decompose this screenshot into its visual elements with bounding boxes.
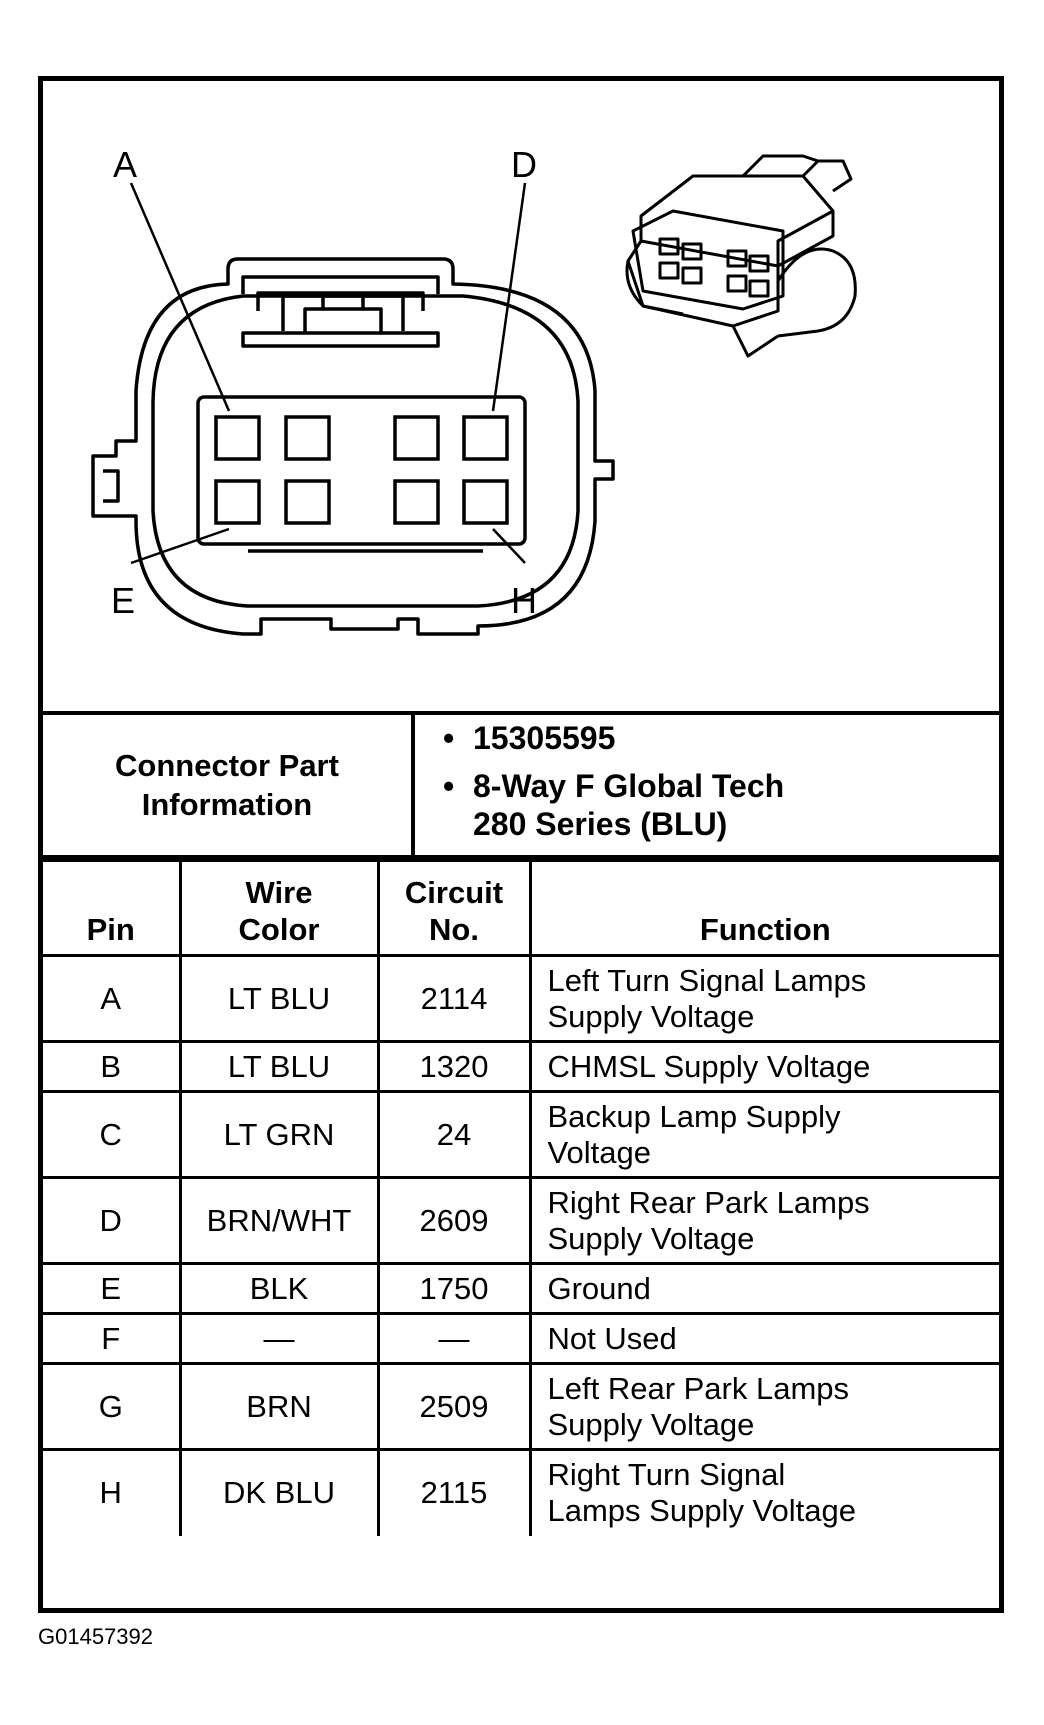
connector-latch bbox=[241, 275, 440, 294]
circuit-cell: 1750 bbox=[376, 1262, 532, 1315]
connector-part-info-label: Connector Part Information bbox=[43, 715, 415, 855]
part-number: 15305595 bbox=[443, 719, 999, 757]
table-row: H DK BLU 2115 Right Turn Signal Lamps Su… bbox=[43, 1448, 999, 1536]
pin-cavity-c bbox=[393, 415, 440, 461]
connector-part-info: Connector Part Information 15305595 8-Wa… bbox=[43, 711, 999, 859]
table-header-row: Pin Wire Color Circuit No. Function bbox=[43, 859, 999, 957]
callout-d: D bbox=[511, 144, 537, 185]
leader-line-h bbox=[492, 528, 526, 564]
circuit-cell: 24 bbox=[376, 1090, 532, 1179]
header-pin: Pin bbox=[43, 859, 182, 957]
callout-h: H bbox=[511, 580, 537, 621]
circuit-cell: 2115 bbox=[376, 1448, 532, 1536]
circuit-cell: 2609 bbox=[376, 1176, 532, 1265]
wire-color-cell: BRN bbox=[178, 1362, 380, 1451]
connector-face-diagram: A D E H bbox=[91, 144, 857, 636]
pin-cavity-b bbox=[284, 415, 331, 461]
function-cell: Right Turn Signal Lamps Supply Voltage bbox=[528, 1448, 999, 1536]
pin-cavity-area bbox=[196, 395, 527, 546]
wire-color-cell: LT GRN bbox=[178, 1090, 380, 1179]
function-cell: Backup Lamp Supply Voltage bbox=[528, 1090, 999, 1179]
leader-line-a bbox=[129, 182, 231, 412]
wire-color-cell: DK BLU bbox=[178, 1448, 380, 1536]
pin-table: Pin Wire Color Circuit No. Function A LT… bbox=[43, 859, 999, 1536]
function-cell: CHMSL Supply Voltage bbox=[528, 1040, 999, 1093]
table-row: B LT BLU 1320 CHMSL Supply Voltage bbox=[43, 1040, 999, 1093]
table-row: F — — Not Used bbox=[43, 1312, 999, 1365]
pin-cavity-a bbox=[214, 415, 261, 461]
table-row: D BRN/WHT 2609 Right Rear Park Lamps Sup… bbox=[43, 1176, 999, 1265]
pin-cell: A bbox=[43, 954, 182, 1043]
circuit-cell: — bbox=[376, 1312, 532, 1365]
leader-line-e bbox=[130, 527, 230, 565]
circuit-cell: 2509 bbox=[376, 1362, 532, 1451]
connector-housing-outline bbox=[91, 257, 615, 636]
function-cell: Right Rear Park Lamps Supply Voltage bbox=[528, 1176, 999, 1265]
table-row: A LT BLU 2114 Left Turn Signal Lamps Sup… bbox=[43, 954, 999, 1043]
function-cell: Ground bbox=[528, 1262, 999, 1315]
pin-cell: D bbox=[43, 1176, 182, 1265]
callout-a: A bbox=[113, 144, 137, 185]
pin-cavity-h bbox=[462, 479, 509, 525]
wire-color-cell: BLK bbox=[178, 1262, 380, 1315]
table-row: G BRN 2509 Left Rear Park Lamps Supply V… bbox=[43, 1362, 999, 1451]
pin-cavity-f bbox=[284, 479, 331, 525]
pin-cell: C bbox=[43, 1090, 182, 1179]
connector-card: A D E H Connector Part Informat bbox=[38, 76, 1004, 1613]
table-row: C LT GRN 24 Backup Lamp Supply Voltage bbox=[43, 1090, 999, 1179]
pin-cavity-g bbox=[393, 479, 440, 525]
pin-cavity-e bbox=[214, 479, 261, 525]
circuit-cell: 2114 bbox=[376, 954, 532, 1043]
function-cell: Not Used bbox=[528, 1312, 999, 1365]
connector-3d-illustration bbox=[625, 154, 857, 358]
wire-color-cell: BRN/WHT bbox=[178, 1176, 380, 1265]
connector-description: 8-Way F Global Tech 280 Series (BLU) bbox=[443, 767, 999, 843]
circuit-cell: 1320 bbox=[376, 1040, 532, 1093]
connector-part-info-list: 15305595 8-Way F Global Tech 280 Series … bbox=[415, 715, 999, 855]
pin-cell: F bbox=[43, 1312, 182, 1365]
header-function: Function bbox=[528, 859, 999, 957]
pin-cell: B bbox=[43, 1040, 182, 1093]
header-wire-color: Wire Color bbox=[178, 859, 380, 957]
pin-cavity-d bbox=[462, 415, 509, 461]
function-cell: Left Turn Signal Lamps Supply Voltage bbox=[528, 954, 999, 1043]
leader-line-d bbox=[491, 182, 527, 412]
pin-cell: E bbox=[43, 1262, 182, 1315]
pin-cell: G bbox=[43, 1362, 182, 1451]
wire-color-cell: LT BLU bbox=[178, 1040, 380, 1093]
figure-id: G01457392 bbox=[38, 1624, 153, 1649]
callout-e: E bbox=[111, 580, 135, 621]
wire-color-cell: LT BLU bbox=[178, 954, 380, 1043]
wire-color-cell: — bbox=[178, 1312, 380, 1365]
header-circuit-no: Circuit No. bbox=[376, 859, 532, 957]
function-cell: Left Rear Park Lamps Supply Voltage bbox=[528, 1362, 999, 1451]
pin-cell: H bbox=[43, 1448, 182, 1536]
table-row: E BLK 1750 Ground bbox=[43, 1262, 999, 1315]
